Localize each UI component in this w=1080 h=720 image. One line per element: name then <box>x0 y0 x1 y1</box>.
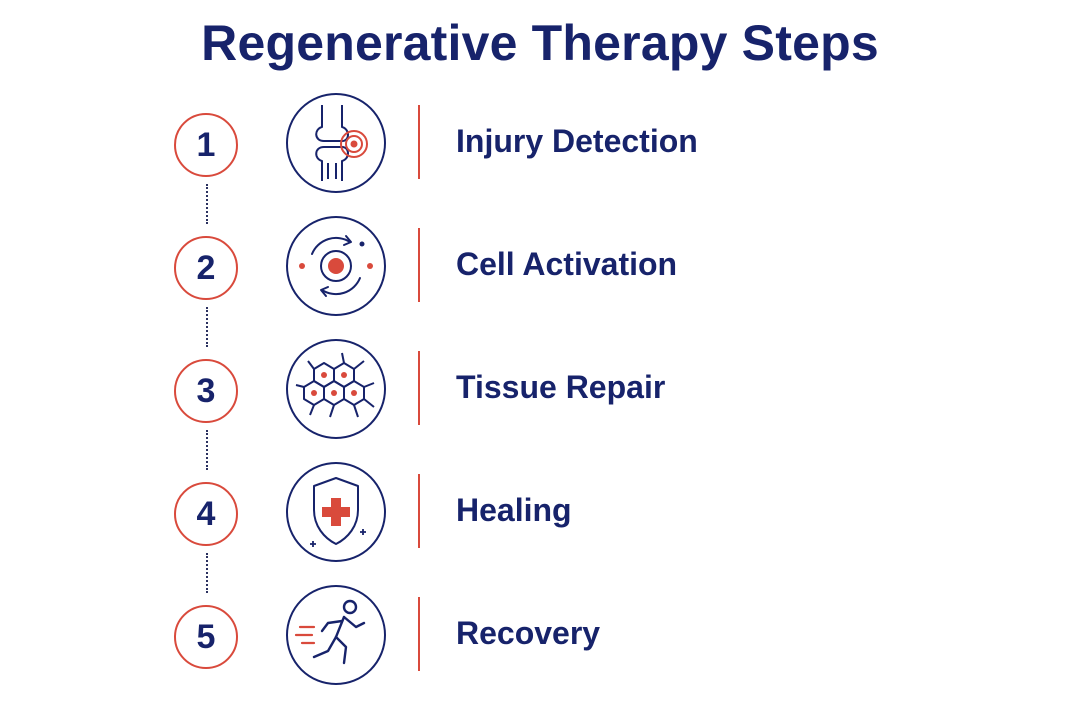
step-label: Cell Activation <box>456 246 678 282</box>
tissue-cells-icon <box>284 337 388 441</box>
step-connector <box>206 307 208 347</box>
step-connector <box>206 430 208 470</box>
step-divider <box>418 351 420 425</box>
page-title: Regenerative Therapy Steps <box>201 15 879 71</box>
step-2: 2 Cell Activation <box>0 214 1080 326</box>
step-4: 4 Healing <box>0 460 1080 572</box>
step-number-badge: 3 <box>174 359 238 423</box>
step-label: Injury Detection <box>456 123 698 159</box>
shield-cross-icon <box>284 460 388 564</box>
step-connector <box>206 184 208 224</box>
step-divider <box>418 228 420 302</box>
step-1: 1 Injury Detection <box>0 91 1080 203</box>
running-person-icon <box>284 583 388 687</box>
step-divider <box>418 105 420 179</box>
step-label: Recovery <box>456 615 601 651</box>
joint-pain-icon <box>284 91 388 195</box>
step-number-badge: 5 <box>174 605 238 669</box>
step-5: 5 Recovery <box>0 583 1080 695</box>
step-label: Tissue Repair <box>456 369 666 405</box>
step-connector <box>206 553 208 593</box>
step-divider <box>418 474 420 548</box>
cell-cycle-icon <box>284 214 388 318</box>
step-divider <box>418 597 420 671</box>
step-number-badge: 4 <box>174 482 238 546</box>
step-number-badge: 2 <box>174 236 238 300</box>
step-number-badge: 1 <box>174 113 238 177</box>
step-label: Healing <box>456 492 572 528</box>
step-3: 3 Tissue Repair <box>0 337 1080 449</box>
